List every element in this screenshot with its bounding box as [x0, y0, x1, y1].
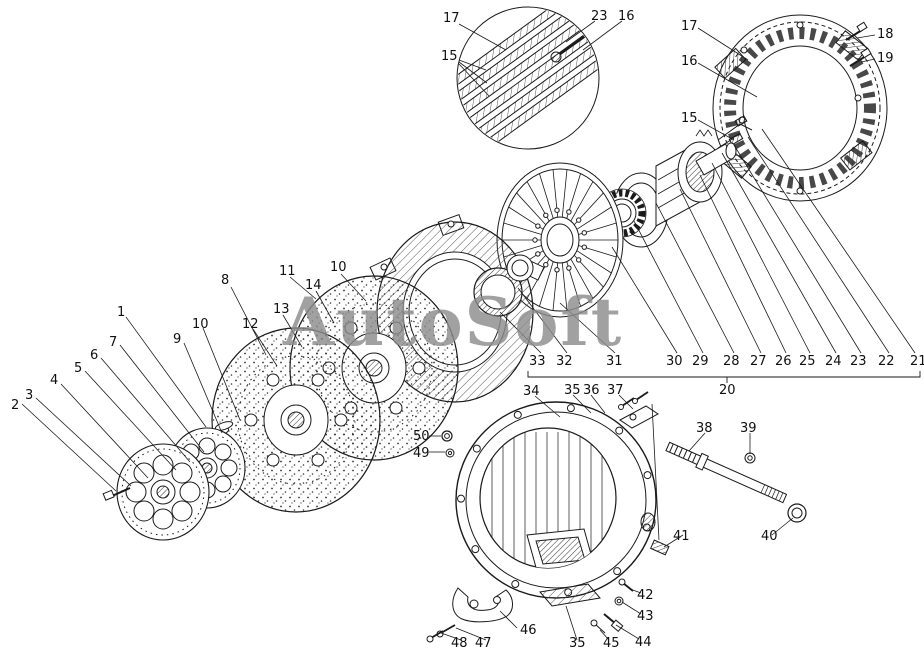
flywheel-bolt [102, 487, 131, 501]
part-number-40: 40 [761, 529, 778, 544]
group-brace [527, 371, 921, 383]
watermark: AutoSoft [283, 283, 624, 361]
part-number-24: 24 [825, 354, 842, 369]
part-number-25: 25 [799, 354, 816, 369]
part-number-1: 1 [117, 305, 126, 320]
part-number-34: 34 [523, 384, 540, 399]
friction-disc-front [211, 327, 381, 513]
part-number-19: 19 [877, 51, 894, 66]
part-number-30: 30 [666, 354, 683, 369]
part-number-50: 50 [413, 429, 430, 444]
part-number-15: 15 [441, 49, 458, 64]
part-number-27: 27 [750, 354, 767, 369]
part-number-3: 3 [25, 388, 34, 403]
clutch-release-shaft [665, 441, 807, 523]
part-number-17: 17 [443, 11, 460, 26]
part-number-33: 33 [529, 354, 546, 369]
part-number-5: 5 [74, 361, 83, 376]
part-number-7: 7 [109, 335, 118, 350]
part-number-36: 36 [583, 383, 600, 398]
part-number-39: 39 [740, 421, 757, 436]
part-number-16: 16 [618, 9, 635, 24]
spacer-bushing [649, 539, 670, 556]
part-number-47: 47 [475, 636, 492, 651]
part-number-32: 32 [556, 354, 573, 369]
part-number-45: 45 [603, 636, 620, 651]
part-number-49: 49 [413, 446, 430, 461]
part-number-17: 17 [681, 19, 698, 34]
part-number-11: 11 [279, 264, 296, 279]
part-number-37: 37 [607, 383, 624, 398]
nut-and-washer [441, 430, 455, 458]
part-number-9: 9 [173, 332, 182, 347]
flex-plate [116, 443, 210, 541]
part-number-10: 10 [330, 260, 347, 275]
part-number-18: 18 [877, 27, 894, 42]
part-number-22: 22 [878, 354, 895, 369]
part-number-2: 2 [11, 398, 20, 413]
clutch-cover-assembly [712, 14, 888, 202]
part-number-8: 8 [221, 273, 230, 288]
part-number-23: 23 [850, 354, 867, 369]
part-number-26: 26 [775, 354, 792, 369]
part-number-43: 43 [637, 609, 654, 624]
part-number-31: 31 [606, 354, 623, 369]
part-number-29: 29 [692, 354, 709, 369]
detail-view-leaf-springs [456, 6, 600, 150]
part-number-42: 42 [637, 588, 654, 603]
part-number-35: 35 [564, 383, 581, 398]
part-number-48: 48 [451, 636, 468, 651]
part-number-44: 44 [635, 635, 652, 650]
part-number-6: 6 [90, 348, 99, 363]
part-number-16: 16 [681, 54, 698, 69]
leader-lines [21, 20, 916, 641]
part-number-38: 38 [696, 421, 713, 436]
release-bearing [473, 254, 534, 317]
part-number-12: 12 [242, 317, 259, 332]
part-number-28: 28 [723, 354, 740, 369]
part-number-21: 21 [910, 354, 924, 369]
diaphragm-spring [496, 162, 624, 318]
part-number-35: 35 [569, 636, 586, 651]
part-number-20: 20 [719, 383, 736, 398]
part-number-15: 15 [681, 111, 698, 126]
part-number-23: 23 [591, 9, 608, 24]
part-number-41: 41 [673, 529, 690, 544]
support-bracket [426, 587, 513, 643]
part-number-10: 10 [192, 317, 209, 332]
bell-housing [455, 391, 660, 599]
part-number-13: 13 [273, 302, 290, 317]
part-number-14: 14 [305, 278, 322, 293]
mounting-plate [539, 578, 634, 634]
part-number-46: 46 [520, 623, 537, 638]
part-number-4: 4 [50, 373, 59, 388]
